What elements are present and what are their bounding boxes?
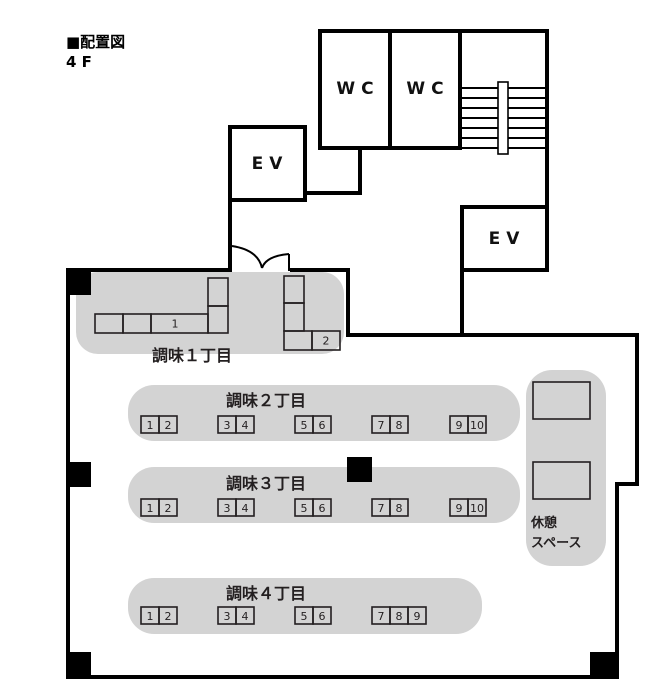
rest-space-label-1: 休憩 (530, 515, 557, 531)
zone-3-area (128, 467, 520, 523)
booth-number: 2 (323, 335, 330, 348)
zone-2-area (128, 385, 520, 441)
booth-number: 6 (319, 610, 326, 623)
booth[interactable] (389, 415, 409, 434)
booth-number: 1 (147, 502, 154, 515)
booth-number: 2 (165, 502, 172, 515)
booth-number: 2 (165, 419, 172, 432)
booth-number: 4 (242, 502, 249, 515)
wc-room-2 (388, 29, 462, 150)
booth-number: 6 (319, 419, 326, 432)
booth[interactable] (312, 606, 332, 625)
booth-number: 10 (470, 419, 484, 432)
booth-number: 9 (456, 502, 463, 515)
booth-number: 3 (224, 419, 231, 432)
rest-space-label-2: スペース (531, 536, 581, 551)
booth[interactable] (311, 330, 341, 351)
zone-4-title: 調味４丁目 (226, 584, 306, 603)
staircase-icon (460, 81, 546, 155)
booth[interactable] (389, 498, 409, 517)
pillar (66, 652, 91, 677)
booth-number: 10 (470, 502, 484, 515)
elevator-1 (228, 125, 307, 202)
booth-number: 7 (378, 419, 385, 432)
floor-label: 4 F (66, 53, 92, 71)
pillar (347, 457, 372, 482)
booth[interactable] (407, 606, 427, 625)
booth-number: 8 (396, 610, 403, 623)
corridor-wall (303, 146, 362, 195)
rest-table (532, 461, 591, 500)
booth-number: 1 (147, 419, 154, 432)
pillar (590, 652, 617, 677)
booth-number: 9 (456, 419, 463, 432)
booth-number: 5 (301, 502, 308, 515)
pillar (66, 462, 91, 487)
zone-2-title: 調味２丁目 (226, 391, 306, 410)
wc-label-2: WC (406, 79, 449, 99)
booth[interactable] (467, 415, 487, 434)
wc-room-1 (318, 29, 392, 150)
zone-4-area (128, 578, 482, 634)
ev-label-1: EV (252, 154, 289, 174)
rest-table (532, 381, 591, 420)
booth-number: 5 (301, 419, 308, 432)
booth[interactable] (312, 498, 332, 517)
booth[interactable] (158, 498, 178, 517)
booth-number: 9 (414, 610, 421, 623)
booth-number: 1 (172, 318, 179, 331)
booth[interactable] (158, 415, 178, 434)
booth-number: 8 (396, 502, 403, 515)
map-title: ■配置図 (66, 33, 125, 51)
booth-number: 7 (378, 502, 385, 515)
zone-3-title: 調味３丁目 (226, 474, 306, 493)
booth[interactable] (158, 606, 178, 625)
booth[interactable] (467, 498, 487, 517)
elevator-2 (460, 205, 549, 272)
door-icon[interactable] (231, 245, 290, 271)
booth-number: 3 (224, 502, 231, 515)
pillar (66, 270, 91, 295)
zone-1-title: 調味１丁目 (152, 346, 232, 365)
booth-number: 5 (301, 610, 308, 623)
booth-number: 1 (147, 610, 154, 623)
booth-number: 2 (165, 610, 172, 623)
stair-wall (458, 29, 549, 209)
booth-number: 8 (396, 419, 403, 432)
booth-number: 4 (242, 419, 249, 432)
booth[interactable] (235, 415, 255, 434)
booth[interactable] (312, 415, 332, 434)
booth[interactable] (235, 498, 255, 517)
wc-label-1: WC (336, 79, 379, 99)
zone-1-booths: 1 2 (94, 275, 341, 351)
booth[interactable] (235, 606, 255, 625)
booth-number: 3 (224, 610, 231, 623)
booth-number: 4 (242, 610, 249, 623)
booth-number: 6 (319, 502, 326, 515)
booth-number: 7 (378, 610, 385, 623)
ev-label-2: EV (489, 229, 526, 249)
